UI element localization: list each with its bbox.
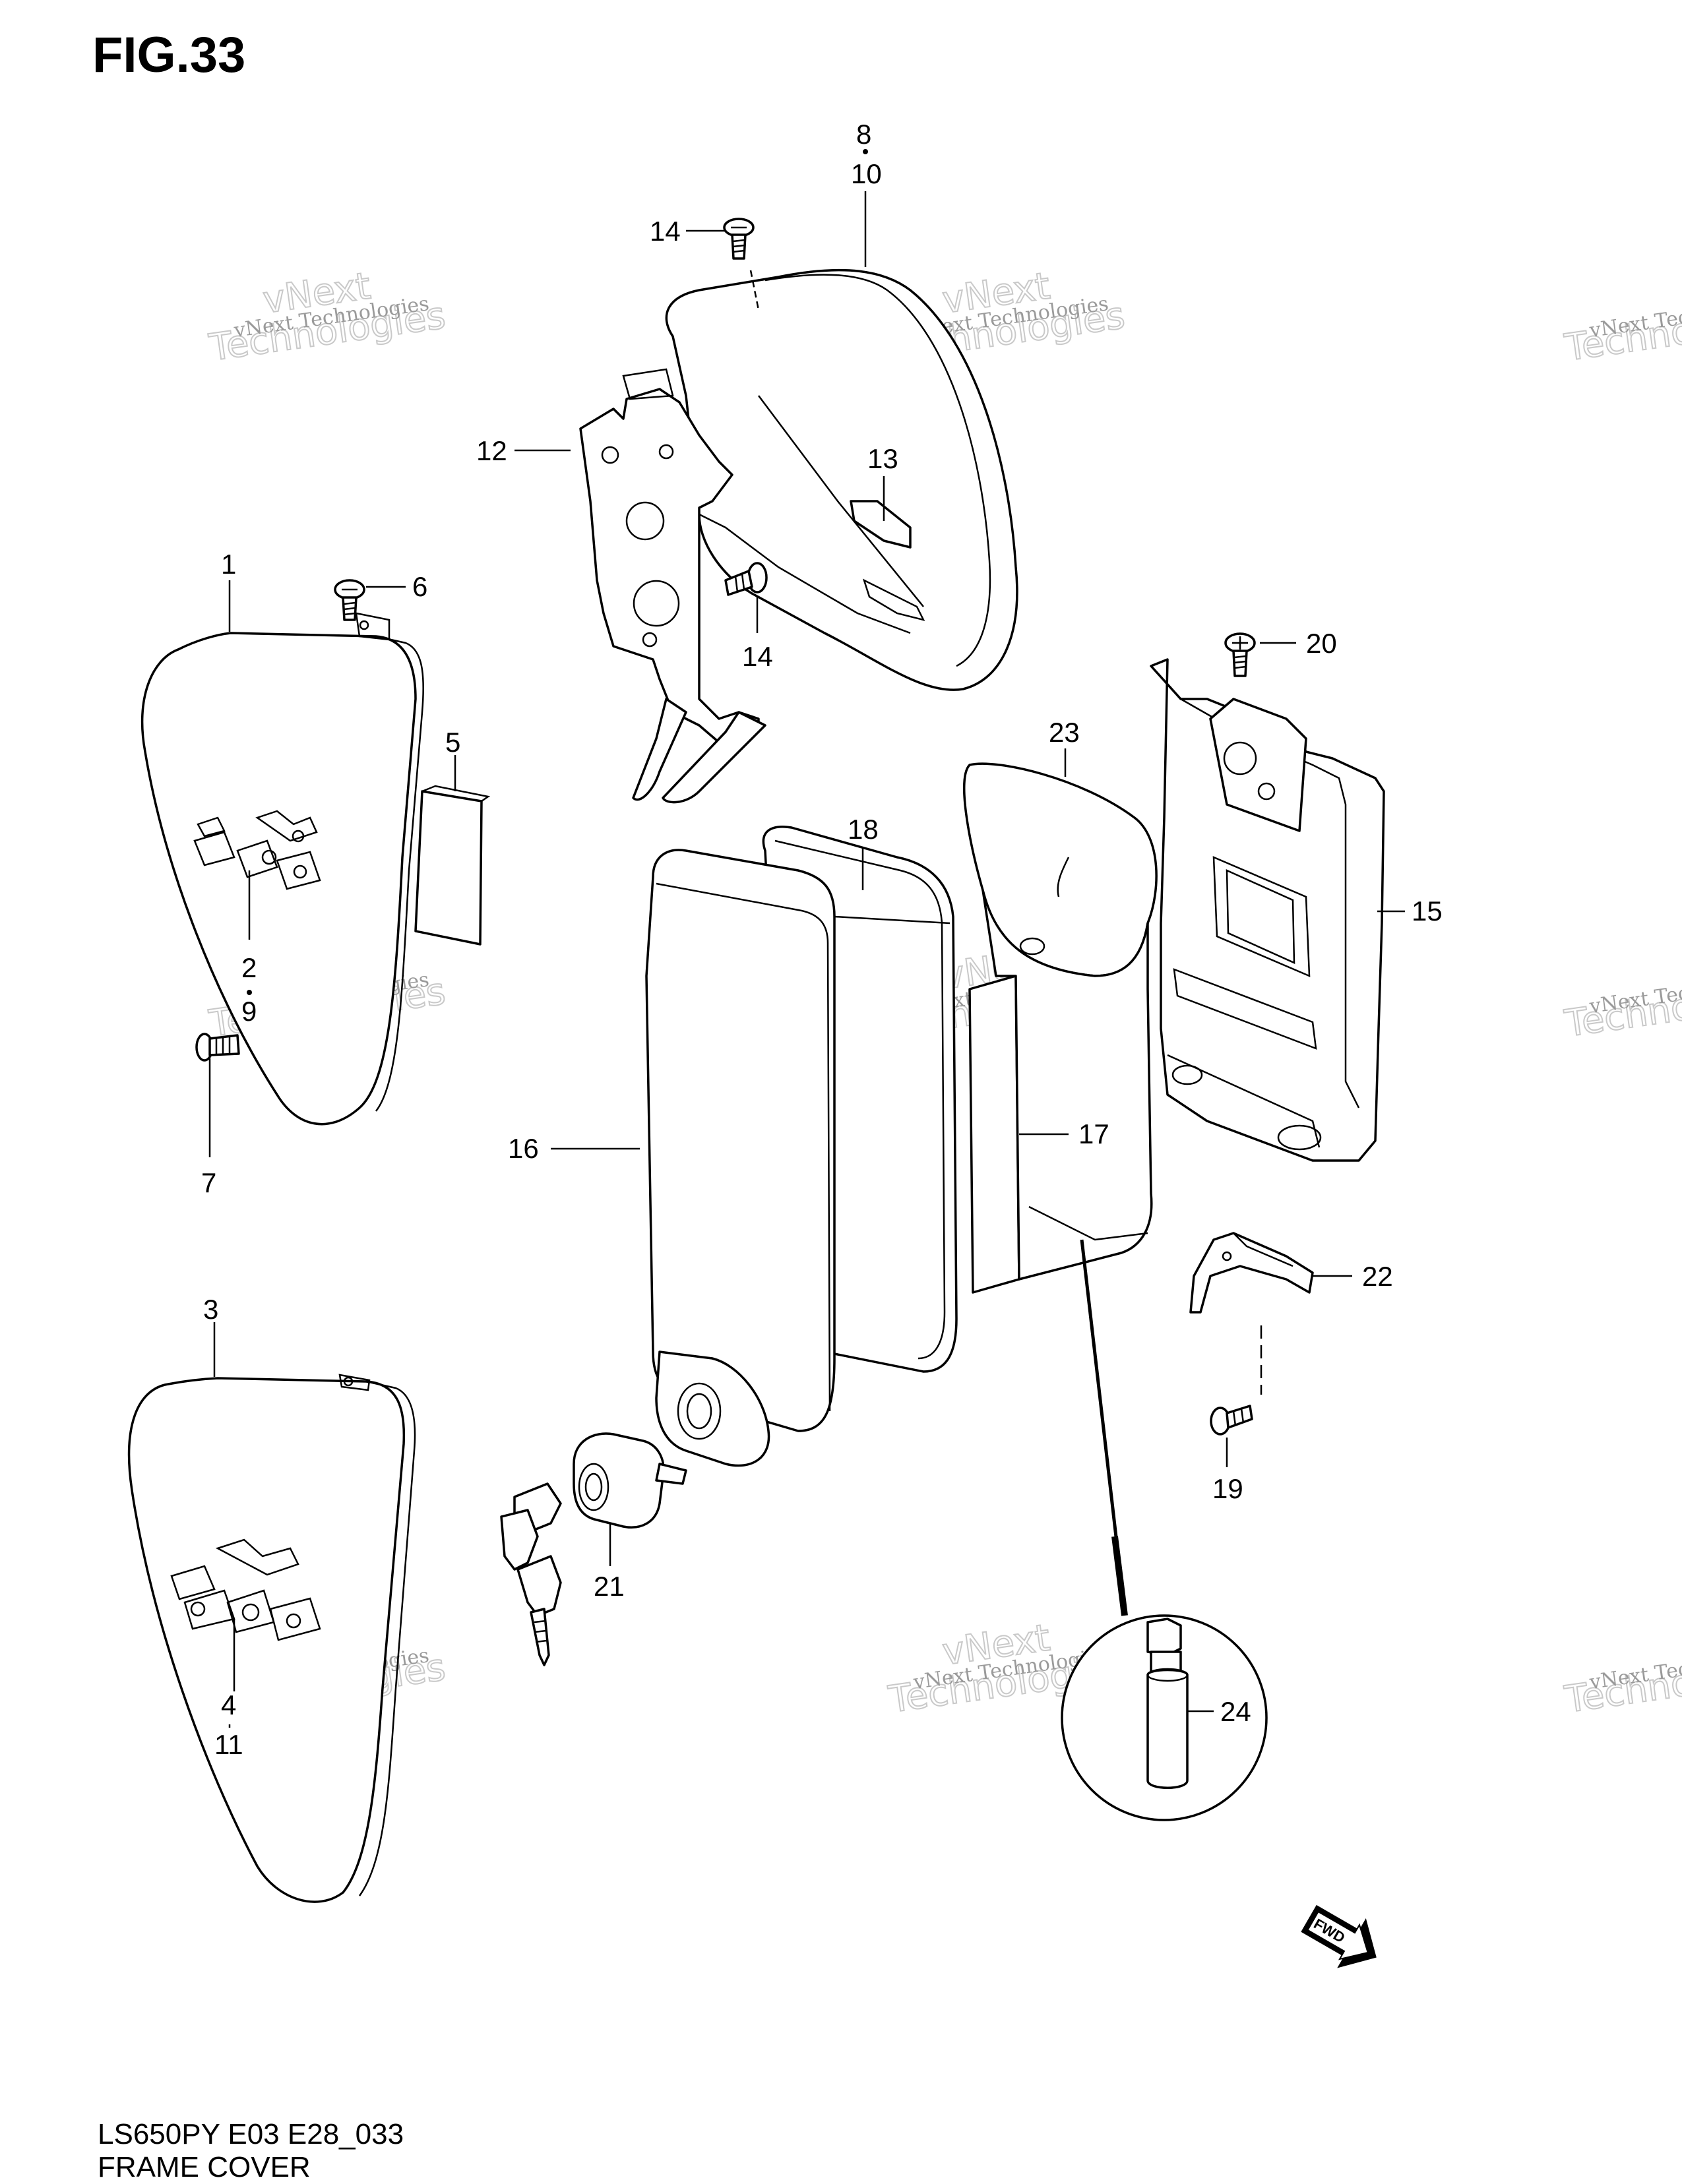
leader-lines — [208, 149, 1405, 1728]
screw-6 — [334, 579, 365, 621]
callout-20: 20 — [1306, 628, 1337, 659]
screw-19 — [1210, 1405, 1253, 1436]
watermark: Technologies vNext Technologies — [1561, 292, 1682, 370]
callout-16: 16 — [508, 1133, 539, 1164]
callout-22: 22 — [1362, 1261, 1393, 1292]
lock-set-21 — [500, 1432, 687, 1666]
tool-box-16 — [645, 826, 958, 1467]
callout-21: 21 — [594, 1571, 625, 1602]
callout-3: 3 — [203, 1294, 218, 1325]
callout-10: 10 — [851, 158, 882, 189]
callout-7: 7 — [201, 1167, 216, 1198]
detail-circle-24 — [1061, 1614, 1268, 1821]
cushion-17 — [968, 975, 1020, 1294]
figure-title: FIG.33 — [92, 27, 246, 83]
watermark: Technologies vNext Technologies — [1561, 1644, 1682, 1722]
watermark: Technologies vNext vNext Technologies — [206, 264, 449, 370]
callout-2: 2 — [241, 952, 257, 983]
callout-24: 24 — [1220, 1696, 1251, 1727]
screw-14-mid — [724, 562, 768, 596]
callout-4: 4 — [221, 1689, 236, 1720]
emblem-650-upper — [193, 810, 321, 890]
callout-5: 5 — [445, 727, 460, 758]
callout-1: 1 — [221, 549, 236, 580]
cushion-pad-5 — [414, 785, 491, 946]
emblem-650-lower — [170, 1538, 321, 1641]
callout-12: 12 — [476, 435, 507, 466]
callout-18: 18 — [848, 814, 879, 845]
callout-15: 15 — [1412, 895, 1443, 926]
cover-23 — [963, 762, 1158, 1281]
diagram-name: FRAME COVER — [98, 2151, 311, 2183]
callout-17: 17 — [1078, 1118, 1109, 1149]
callout-labels: 1 2 9 3 4 11 5 6 7 8 10 12 13 14 14 15 1… — [201, 119, 1443, 1760]
screw-14-top — [723, 218, 755, 260]
callout-14-top: 14 — [650, 216, 681, 247]
callout-13: 13 — [867, 443, 898, 474]
screw-20 — [1224, 632, 1256, 677]
callout-9: 9 — [241, 996, 257, 1027]
left-frame-cover-upper — [140, 612, 424, 1126]
callout-6: 6 — [412, 571, 427, 602]
left-frame-cover-lower — [127, 1374, 416, 1903]
screw-7 — [195, 1033, 240, 1062]
rear-cover-bracket-12 — [579, 368, 766, 804]
callout-8: 8 — [856, 119, 871, 150]
fwd-arrow: FWD — [1301, 1904, 1377, 1968]
callout-11: 11 — [214, 1729, 243, 1760]
diagram-code: LS650PY E03 E28_033 — [98, 2118, 404, 2150]
callout-19: 19 — [1212, 1473, 1243, 1504]
callout-14-mid: 14 — [742, 641, 773, 672]
callout-23: 23 — [1049, 717, 1080, 748]
clip-22 — [1189, 1232, 1314, 1314]
watermark: Technologies vNext Technologies — [1561, 968, 1682, 1046]
battery-holder-bracket-15 — [1150, 658, 1385, 1162]
